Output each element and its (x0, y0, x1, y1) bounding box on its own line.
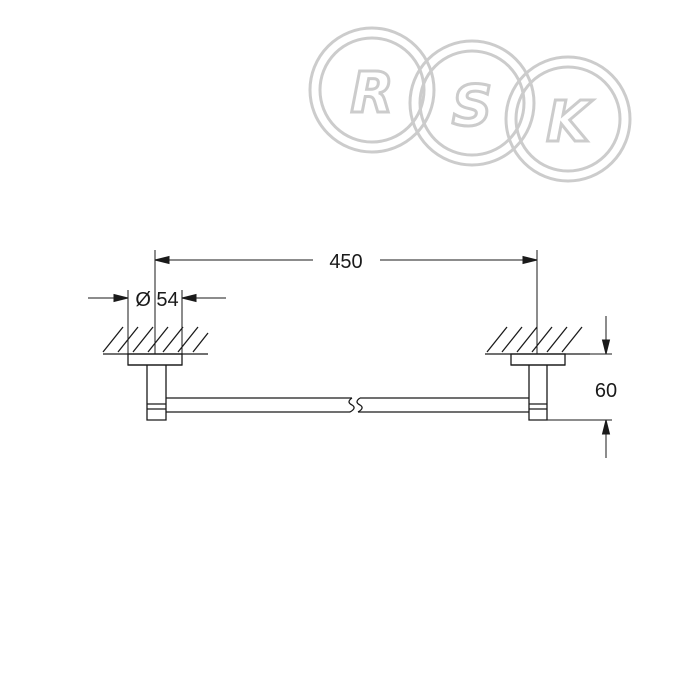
dimension-60-line (601, 316, 611, 458)
dimension-450-line (154, 255, 538, 265)
dimension-diameter-label: Ø 54 (135, 289, 178, 311)
logo-ring-r (308, 26, 436, 154)
dimension-length-label: 450 (329, 251, 362, 273)
dimension-diameter-line (88, 293, 226, 303)
logo-letter-k: K (546, 90, 593, 155)
left-rosette (127, 353, 183, 366)
rail (166, 397, 529, 413)
towel-rail-drawing (88, 250, 612, 458)
logo-letter-r: R (350, 61, 393, 126)
right-rosette (510, 353, 566, 366)
dimension-depth-label: 60 (595, 380, 617, 402)
logo-letter-s: S (452, 74, 492, 139)
rsk-watermark-logo: R S K (308, 26, 632, 183)
logo-ring-k (504, 55, 632, 183)
left-bracket (127, 353, 183, 421)
right-bracket (510, 353, 566, 421)
logo-ring-s (408, 39, 536, 167)
extension-lines (127, 250, 612, 421)
